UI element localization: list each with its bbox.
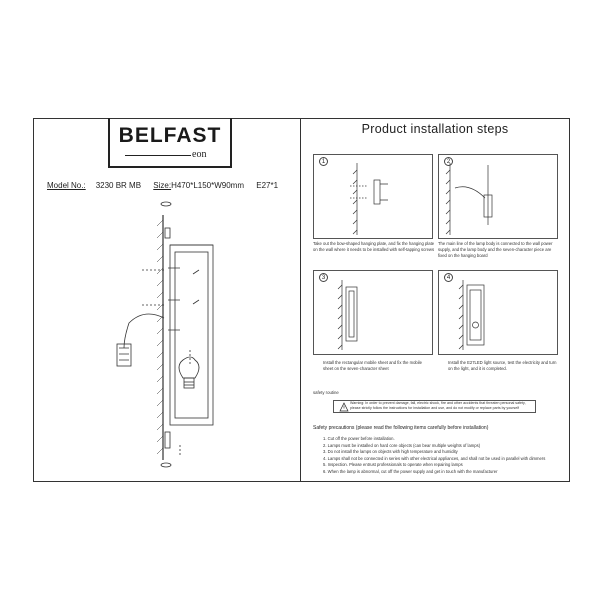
precaution-item: 4. Lamps shall not be connected in serie… xyxy=(323,455,546,461)
step-1-caption: Take out the bow-shaped hanging plate, a… xyxy=(313,241,435,252)
model-value: 3230 BR MB xyxy=(95,181,142,190)
installation-title: Product installation steps xyxy=(361,122,509,136)
warning-box xyxy=(333,400,536,413)
step-3-caption: Install the rectangular mobile sheet and… xyxy=(323,360,422,371)
column-divider xyxy=(300,118,301,482)
step-1-number: 1 xyxy=(319,157,328,166)
logo-underline xyxy=(125,155,191,156)
step-3-number: 3 xyxy=(319,273,328,282)
safety-heading: safety routine xyxy=(313,390,339,395)
step-2-number: 2 xyxy=(444,157,453,166)
size-value: H470*L150*W90mm xyxy=(171,181,245,190)
socket-value: E27*1 xyxy=(256,181,279,190)
precaution-item: 3. Do not install the lamps on objects w… xyxy=(323,449,458,455)
precaution-item: 5. Inspection. Please entrust profession… xyxy=(323,462,463,468)
model-label: Model No.: xyxy=(47,181,86,190)
brand-sub: eon xyxy=(192,149,207,160)
step-4-box xyxy=(438,270,558,355)
step-4-caption: Install the E27LED light source, test th… xyxy=(448,360,557,371)
manual-sheet xyxy=(33,118,570,482)
precautions-title: Safety precautions (please read the foll… xyxy=(313,425,489,431)
step-1-box xyxy=(313,154,433,239)
precaution-item: 6. When the lamp is abnormal, cut off th… xyxy=(323,468,498,474)
brand-logo xyxy=(108,118,232,168)
step-4-number: 4 xyxy=(444,273,453,282)
size-label: Size: xyxy=(153,181,172,190)
step-2-box xyxy=(438,154,558,239)
precaution-item: 2. Lamps must be installed on hard core … xyxy=(323,442,481,448)
precaution-item: 1. Cut off the power before installation… xyxy=(323,436,395,441)
precautions-list: 1. Cut off the power before installation… xyxy=(323,436,563,476)
model-info: Model No.: 3230 BR MB Size:H470*L150*W90m… xyxy=(47,181,288,190)
warning-text: Warning: In order to prevent damage, fal… xyxy=(350,401,526,410)
step-2-caption: The main line of the lamp body is connec… xyxy=(438,241,553,258)
step-3-box xyxy=(313,270,433,355)
brand-name: BELFAST xyxy=(118,124,222,147)
